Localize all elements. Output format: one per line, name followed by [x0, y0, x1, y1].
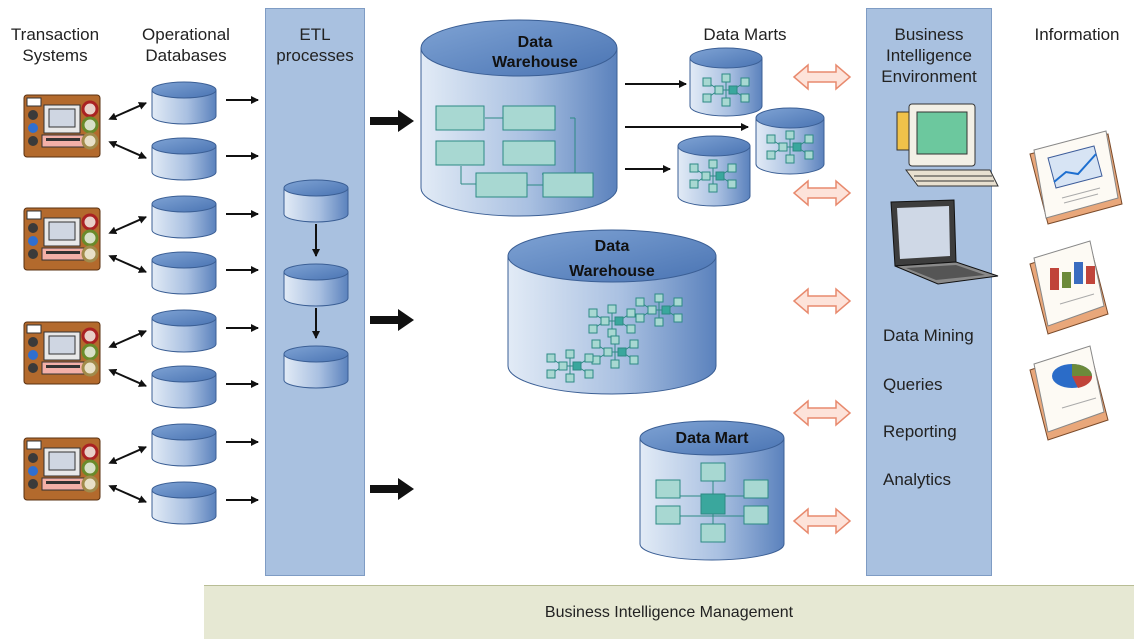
- transaction-system-4-icon: [22, 436, 102, 502]
- bi-link-arrow-2: [793, 180, 851, 206]
- data-mart-large: [639, 420, 785, 561]
- transaction-system-2-icon: [22, 206, 102, 272]
- laptop-icon: [890, 199, 999, 285]
- bi-link-arrow-1: [793, 64, 851, 90]
- bi-management-bar: Business Intelligence Management: [204, 585, 1134, 639]
- bi-item-reporting: Reporting: [883, 422, 957, 441]
- header-operational-databases: Operational Databases: [142, 25, 230, 65]
- etl-stage-1: [283, 179, 349, 223]
- etl-stage-2: [283, 263, 349, 307]
- bi-link-arrow-5: [793, 508, 851, 534]
- report-pie-chart-icon: [1029, 345, 1109, 441]
- pc-db-arrows: [108, 102, 147, 503]
- data-warehouse-1: [420, 19, 618, 217]
- report-line-chart-icon: [1029, 130, 1123, 225]
- operational-db-3: [151, 195, 217, 239]
- dw2-label-line1: Data: [595, 238, 630, 255]
- bi-item-analytics: Analytics: [883, 470, 952, 489]
- operational-db-7: [151, 423, 217, 467]
- header-bi-environment: Business Intelligence Environment: [881, 25, 977, 86]
- db-to-etl-arrows: [226, 96, 259, 504]
- dw2-label-line2: Warehouse: [569, 263, 655, 280]
- diagram-graphics: Data Warehouse: [22, 19, 1123, 561]
- header-transaction-systems: Transaction Systems: [10, 25, 100, 65]
- operational-db-6: [151, 365, 217, 409]
- etl-stage-3: [283, 345, 349, 389]
- etl-to-warehouse-arrows: [370, 110, 414, 500]
- data-mart-cylinder-2: [755, 107, 825, 175]
- bi-link-arrow-4: [793, 400, 851, 426]
- data-mart-label: Data Mart: [676, 430, 750, 447]
- transaction-system-3-icon: [22, 320, 102, 386]
- dw-to-datamart-arrows: [625, 80, 749, 173]
- dw1-label-line2: Warehouse: [492, 54, 578, 71]
- header-etl-processes: ETL processes: [276, 25, 354, 65]
- report-bar-chart-icon: [1029, 240, 1109, 335]
- operational-db-4: [151, 251, 217, 295]
- bi-item-queries: Queries: [883, 375, 943, 394]
- data-mart-cylinder-3: [677, 135, 751, 207]
- operational-db-1: [151, 81, 217, 125]
- operational-db-8: [151, 481, 217, 525]
- operational-db-2: [151, 137, 217, 181]
- dw1-label-line1: Data: [518, 34, 553, 51]
- bi-link-arrow-3: [793, 288, 851, 314]
- data-mart-cylinder-1: [689, 47, 763, 117]
- desktop-computer-icon: [896, 103, 999, 187]
- header-information: Information: [1034, 25, 1120, 44]
- bi-environment-panel: [866, 8, 992, 576]
- operational-db-5: [151, 309, 217, 353]
- transaction-system-1-icon: [22, 93, 102, 159]
- header-data-marts: Data Marts: [703, 25, 787, 44]
- bi-item-data-mining: Data Mining: [883, 326, 974, 345]
- data-warehouse-2: [507, 229, 717, 395]
